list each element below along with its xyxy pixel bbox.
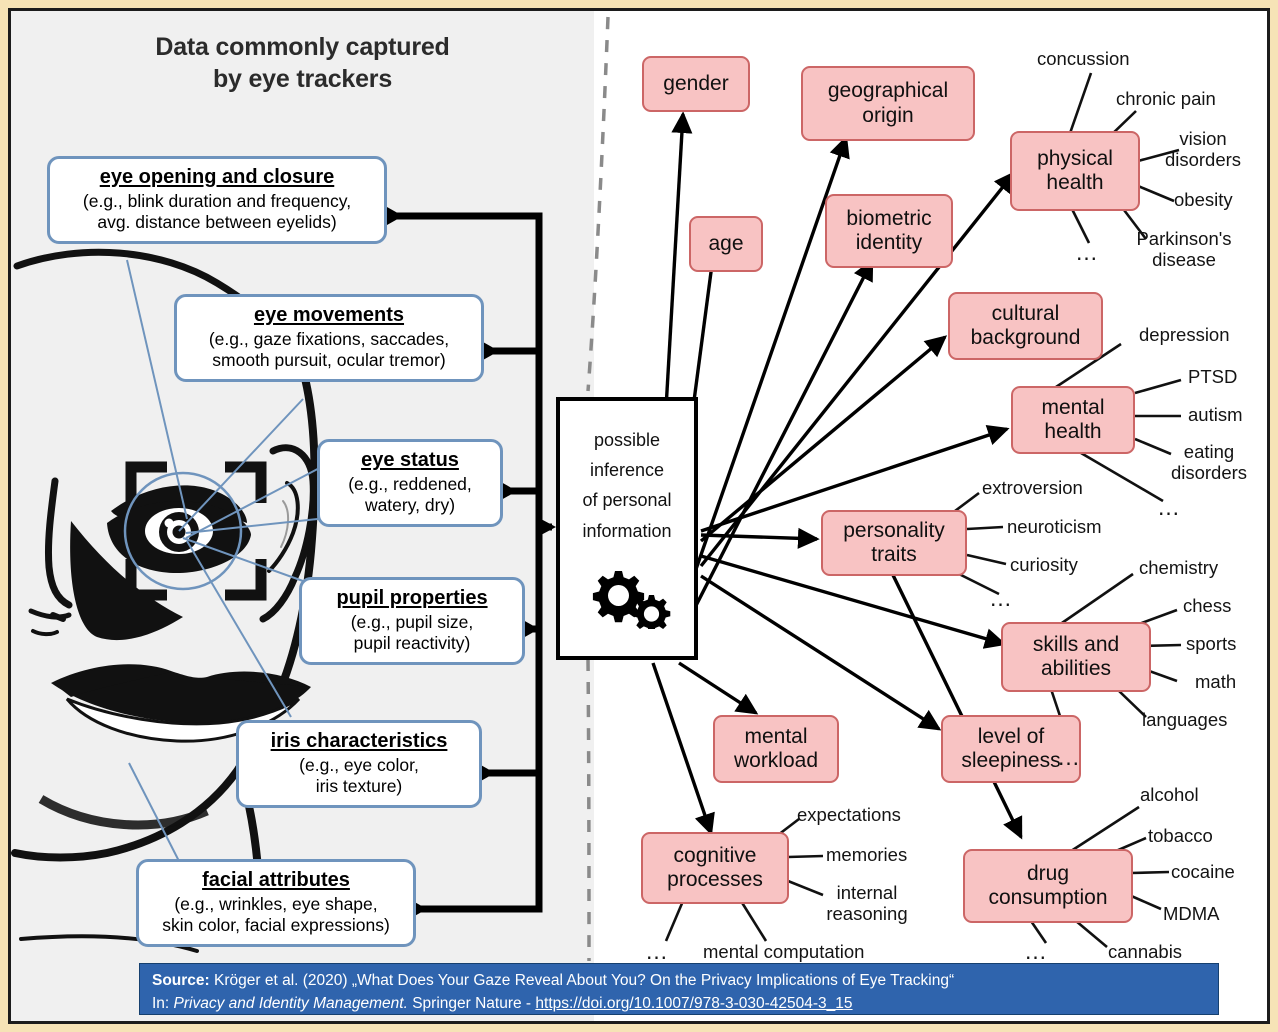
source-citation-bar: Source: Kröger et al. (2020) „What Does … — [139, 963, 1219, 1015]
leaf-label-autism: autism — [1188, 404, 1243, 425]
inference-box-physical-health[interactable]: physical health — [1010, 131, 1140, 211]
leaf-label-personality-ellipsis: … — [989, 585, 1014, 611]
capture-box-title: eye opening and closure — [99, 166, 335, 188]
leaf-label-chronic-pain: chronic pain — [1116, 88, 1216, 109]
capture-box-eye-status[interactable]: eye status (e.g., reddened, watery, dry) — [317, 439, 503, 528]
inference-box-mental-workload[interactable]: mental workload — [713, 715, 839, 783]
capture-box-title: pupil properties — [336, 587, 488, 609]
capture-box-title: facial attributes — [202, 869, 350, 891]
inference-box-personality-traits[interactable]: personality traits — [821, 510, 967, 576]
capture-box-title: eye movements — [253, 304, 405, 326]
capture-box-eye-movements[interactable]: eye movements (e.g., gaze fixations, sac… — [174, 294, 484, 383]
leaf-label-expectations: expectations — [797, 804, 901, 825]
leaf-label-skills-ellipsis: … — [1057, 744, 1082, 770]
leaf-label-tobacco: tobacco — [1148, 825, 1213, 846]
source-prefix: Source: — [152, 972, 210, 989]
source-venue: Privacy and Identity Management. — [173, 995, 408, 1013]
leaf-label-vision-disorders: vision disorders — [1164, 128, 1242, 170]
leaf-label-memories: memories — [826, 844, 908, 865]
leaf-label-internal-reasoning: internal reasoning — [826, 882, 908, 924]
capture-box-eye-opening[interactable]: eye opening and closure (e.g., blink dur… — [47, 156, 387, 245]
leaf-label-concussion: concussion — [1037, 48, 1130, 69]
leaf-label-sports: sports — [1186, 633, 1237, 654]
inference-label: age — [708, 231, 744, 255]
inference-label: personality traits — [843, 518, 945, 566]
source-doi-link[interactable]: https://doi.org/10.1007/978-3-030-42504-… — [535, 995, 853, 1013]
leaf-label-math: math — [1195, 671, 1237, 692]
leaf-label-parkinsons-disease: Parkinson's disease — [1136, 228, 1232, 270]
inference-box-skills-abilities[interactable]: skills and abilities — [1001, 622, 1151, 692]
source-in-label: In: — [152, 995, 174, 1013]
diagram-frame: Data commonly captured by eye trackers e… — [8, 8, 1270, 1024]
inference-box-cultural-background[interactable]: cultural background — [948, 292, 1103, 360]
source-line-1: Source: Kröger et al. (2020) „What Does … — [152, 969, 1206, 992]
leaf-label-chemistry: chemistry — [1139, 557, 1219, 578]
leaf-label-curiosity: curiosity — [1010, 554, 1078, 575]
leaf-label-neuroticism: neuroticism — [1007, 516, 1102, 537]
inference-box-geographical-origin[interactable]: geographical origin — [801, 66, 975, 141]
leaf-label-cannabis: cannabis — [1108, 941, 1183, 962]
inference-label: skills and abilities — [1032, 632, 1120, 680]
leaf-label-obesity: obesity — [1174, 189, 1233, 210]
inference-box-gender[interactable]: gender — [642, 56, 750, 112]
inference-label: gender — [663, 71, 729, 95]
inference-box-drug-consumption[interactable]: drug consumption — [963, 849, 1133, 923]
inference-box-age[interactable]: age — [689, 216, 763, 272]
capture-box-detail: (e.g., eye color, iris texture) — [299, 755, 419, 797]
leaf-label-alcohol: alcohol — [1140, 784, 1199, 805]
capture-box-pupil-properties[interactable]: pupil properties (e.g., pupil size, pupi… — [299, 577, 525, 666]
capture-box-title: iris characteristics — [270, 730, 448, 752]
capture-box-facial-attributes[interactable]: facial attributes (e.g., wrinkles, eye s… — [136, 859, 416, 948]
source-publisher: Springer Nature - — [407, 995, 536, 1013]
central-label: possible inference of personal informati… — [582, 430, 672, 541]
source-citation: Kröger et al. (2020) „What Does Your Gaz… — [209, 972, 955, 989]
gears-icon — [560, 567, 694, 638]
inference-label: cognitive processes — [667, 843, 763, 891]
inference-label: geographical origin — [827, 79, 949, 127]
leaf-label-chess: chess — [1183, 595, 1232, 616]
inference-label: level of sleepiness — [961, 724, 1061, 772]
leaf-label-mdma: MDMA — [1163, 903, 1220, 924]
capture-box-detail: (e.g., wrinkles, eye shape, skin color, … — [162, 894, 390, 936]
leaf-label-languages: languages — [1142, 709, 1228, 730]
leaf-label-cocaine: cocaine — [1171, 861, 1235, 882]
leaf-label-mental-health-ellipsis: … — [1157, 494, 1182, 520]
inference-box-biometric-identity[interactable]: biometric identity — [825, 194, 953, 268]
inference-label: mental health — [1041, 395, 1105, 443]
source-line-2: In: Privacy and Identity Management. Spr… — [152, 992, 1206, 1015]
leaf-label-physical-health-ellipsis: … — [1075, 239, 1100, 265]
inference-box-level-of-sleepiness[interactable]: level of sleepiness — [941, 715, 1081, 783]
leaf-label-drug-ellipsis: … — [1024, 938, 1049, 964]
inference-label: cultural background — [970, 301, 1081, 349]
inference-label: drug consumption — [988, 861, 1108, 909]
leaf-label-extroversion: extroversion — [982, 477, 1083, 498]
leaf-label-eating-disorders: eating disorders — [1170, 441, 1248, 483]
inference-label: physical health — [1037, 146, 1113, 194]
page-title: Data commonly captured by eye trackers — [155, 33, 450, 93]
capture-box-title: eye status — [361, 449, 459, 471]
leaf-label-mental-computation: mental computation — [703, 941, 865, 962]
capture-box-detail: (e.g., reddened, watery, dry) — [348, 474, 472, 516]
capture-box-iris-characteristics[interactable]: iris characteristics (e.g., eye color, i… — [236, 720, 482, 809]
inference-label: biometric identity — [846, 206, 932, 254]
capture-box-detail: (e.g., gaze fixations, saccades, smooth … — [208, 329, 450, 371]
leaf-label-depression: depression — [1139, 324, 1230, 345]
inference-box-mental-health[interactable]: mental health — [1011, 386, 1135, 454]
capture-box-detail: (e.g., pupil size, pupil reactivity) — [350, 612, 474, 654]
inference-box-cognitive-processes[interactable]: cognitive processes — [641, 832, 789, 904]
capture-box-detail: (e.g., blink duration and frequency, avg… — [82, 191, 352, 233]
central-inference-box[interactable]: possible inference of personal informati… — [556, 397, 698, 660]
leaf-label-ptsd: PTSD — [1188, 366, 1238, 387]
inference-label: mental workload — [733, 724, 819, 772]
leaf-label-cognitive-ellipsis: … — [645, 938, 670, 964]
